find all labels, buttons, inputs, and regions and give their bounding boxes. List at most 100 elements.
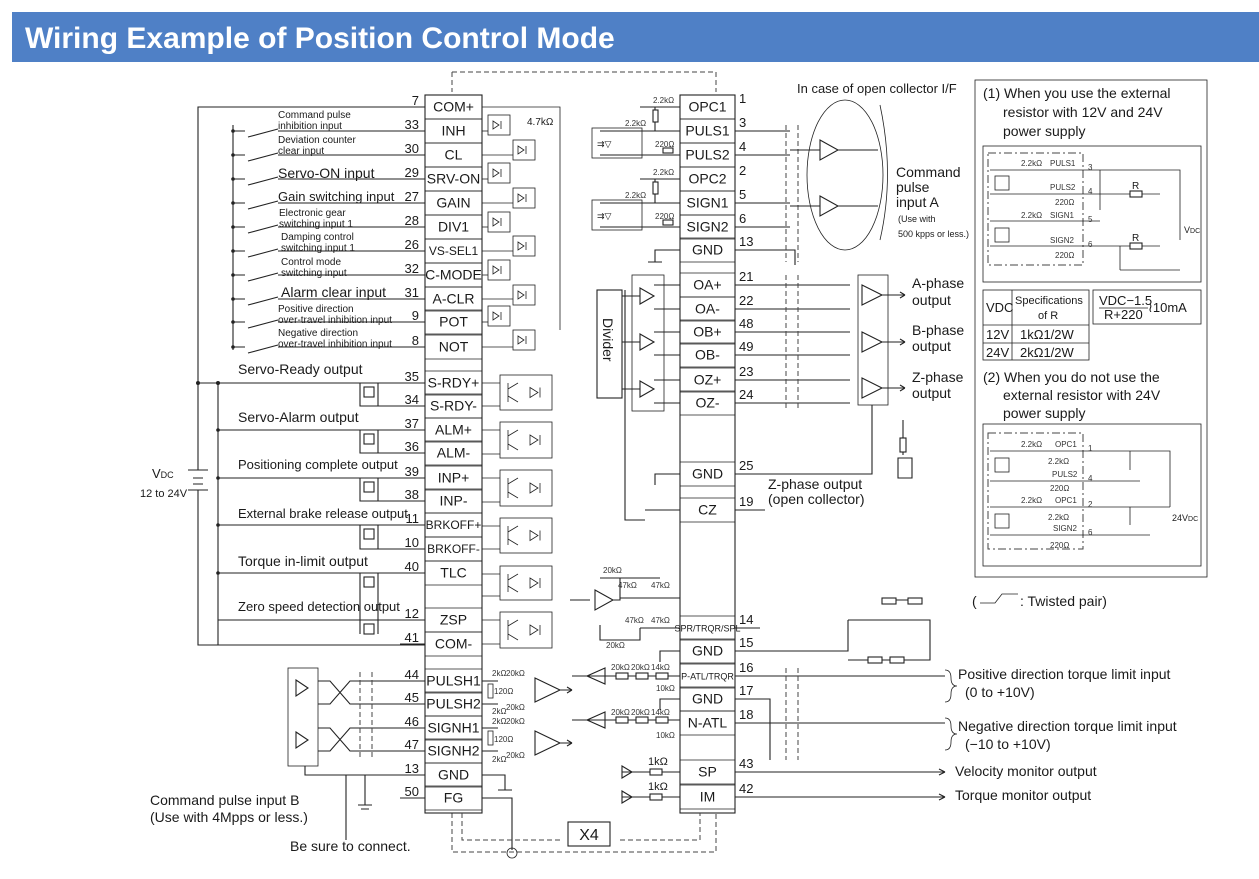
c-mode-label-1: Control mode <box>281 257 341 268</box>
svg-text:120Ω: 120Ω <box>494 735 513 744</box>
svg-text:20kΩ: 20kΩ <box>631 708 650 717</box>
pin-label: OA- <box>695 301 720 317</box>
photocoupler-icon <box>499 517 553 554</box>
optocoupler-icon <box>487 259 511 281</box>
svg-text:1: 1 <box>1088 444 1093 453</box>
pin-label: A-CLR <box>432 291 474 307</box>
driver-outline <box>451 71 717 853</box>
svg-text:47kΩ: 47kΩ <box>651 581 670 590</box>
z-phase-label-1: Z-phase <box>912 369 964 385</box>
pin-number: 22 <box>739 293 753 308</box>
svg-text:20kΩ: 20kΩ <box>506 703 525 712</box>
pin-number: 9 <box>412 308 419 323</box>
alm-label: Servo-Alarm output <box>238 409 359 425</box>
svg-text:SIGN2: SIGN2 <box>1053 524 1078 533</box>
pin-label: POT <box>439 314 468 330</box>
inh-label-1: Command pulse <box>278 110 351 121</box>
pin-label: INP- <box>440 493 468 509</box>
torque-monitor-label: Torque monitor output <box>955 787 1091 803</box>
switch-icon <box>233 128 400 138</box>
pin-number: 6 <box>739 211 746 226</box>
svg-text:≀10mA: ≀10mA <box>1148 300 1187 315</box>
z-phase-label-2: output <box>912 385 951 401</box>
pulse-b-note: (Use with 4Mpps or less.) <box>150 809 308 825</box>
optocoupler-icon <box>487 305 511 327</box>
srv-on-label: Servo-ON input <box>278 165 375 181</box>
pin-number: 43 <box>739 756 753 771</box>
right-pin: OB-49 <box>680 339 753 368</box>
svg-text:VDC: VDC <box>1184 225 1200 235</box>
pin-number: 15 <box>739 635 753 650</box>
svg-text:10kΩ: 10kΩ <box>656 684 675 693</box>
svg-text:SIGN1: SIGN1 <box>1050 211 1075 220</box>
pin-number: 17 <box>739 683 753 698</box>
pin-label: CZ <box>698 502 717 518</box>
left-connector: COM+7INH33CL30SRV-ON29GAIN27DIV128VS-SEL… <box>400 93 483 814</box>
diode-icon <box>363 623 375 635</box>
b-phase-label-1: B-phase <box>912 322 964 338</box>
svg-text:PULS2: PULS2 <box>1050 183 1076 192</box>
optocoupler-icon <box>487 114 511 136</box>
pin-label: VS-SEL1 <box>429 244 479 258</box>
brkoff-label: External brake release output <box>238 506 408 521</box>
svg-text:R: R <box>1132 181 1139 192</box>
pin-label: SRV-ON <box>427 171 480 187</box>
pin-number: 45 <box>405 690 419 705</box>
optocoupler-icon <box>487 211 511 233</box>
switch-icon <box>233 272 400 282</box>
svg-text:1kΩ: 1kΩ <box>648 756 668 768</box>
pin-label: PULSH1 <box>426 673 481 689</box>
left-pin: BRKOFF+11 <box>400 511 482 538</box>
pin-label: COM- <box>435 636 473 652</box>
n-atl-label: Negative direction torque limit input <box>958 718 1177 734</box>
pin-label: SIGNH2 <box>427 743 479 759</box>
pin-number: 49 <box>739 339 753 354</box>
pulse-a-resistor-labels: 2.2kΩ 2.2kΩ 220Ω 2.2kΩ 2.2kΩ 220Ω <box>625 96 674 221</box>
svg-text:R: R <box>1132 233 1139 244</box>
inp-label: Positioning complete output <box>238 457 398 472</box>
left-pin: ALM-36 <box>400 439 482 466</box>
svg-text:(2) When you do not use the: (2) When you do not use the <box>983 369 1160 385</box>
resistor-panel: (1) When you use the external resistor w… <box>974 79 1208 578</box>
svg-text:VDC−1.5: VDC−1.5 <box>1099 293 1152 308</box>
svg-text:2kΩ: 2kΩ <box>492 717 506 726</box>
pin-label: TLC <box>440 565 466 581</box>
pin-label: DIV1 <box>438 219 469 235</box>
pin-number: 32 <box>405 261 419 276</box>
pin-number: 12 <box>405 606 419 621</box>
left-pin: COM-41 <box>400 630 482 657</box>
svg-text:12V: 12V <box>986 327 1009 342</box>
pin-label: FG <box>444 790 463 806</box>
switch-icon <box>233 224 400 234</box>
pulse-b-receiver <box>287 667 701 859</box>
svg-text:2.2kΩ: 2.2kΩ <box>1021 211 1042 220</box>
svg-text:20kΩ: 20kΩ <box>631 663 650 672</box>
s-rdy-label: Servo-Ready output <box>238 361 363 377</box>
encoder-output-circuit: Divider <box>596 274 913 521</box>
optocoupler-icon <box>487 162 511 184</box>
pulse-a-input-circuit: ⇉▽ ⇉▽ <box>591 99 888 265</box>
right-pin: OB+48 <box>680 316 753 345</box>
svg-text:1kΩ: 1kΩ <box>648 781 668 793</box>
left-pin: INP+39 <box>400 464 482 491</box>
r4k7-label: 4.7kΩ <box>527 117 554 128</box>
tlc-label: Torque in-limit output <box>238 553 368 569</box>
svg-text:2.2kΩ: 2.2kΩ <box>653 168 674 177</box>
photocoupler-icon <box>499 611 553 649</box>
pin-number: 48 <box>739 316 753 331</box>
svg-text:2kΩ: 2kΩ <box>492 755 506 764</box>
cl-label-2: clear input <box>278 146 324 157</box>
left-pin: S-RDY+35 <box>400 369 482 396</box>
zsp-label: Zero speed detection output <box>238 599 400 614</box>
pulse-a-note-1: (Use with <box>898 214 936 224</box>
pin-number: 4 <box>739 139 746 154</box>
svg-text:47kΩ: 47kΩ <box>618 581 637 590</box>
svg-text:2.2kΩ: 2.2kΩ <box>1048 513 1069 522</box>
optocoupler-icon <box>512 187 536 209</box>
